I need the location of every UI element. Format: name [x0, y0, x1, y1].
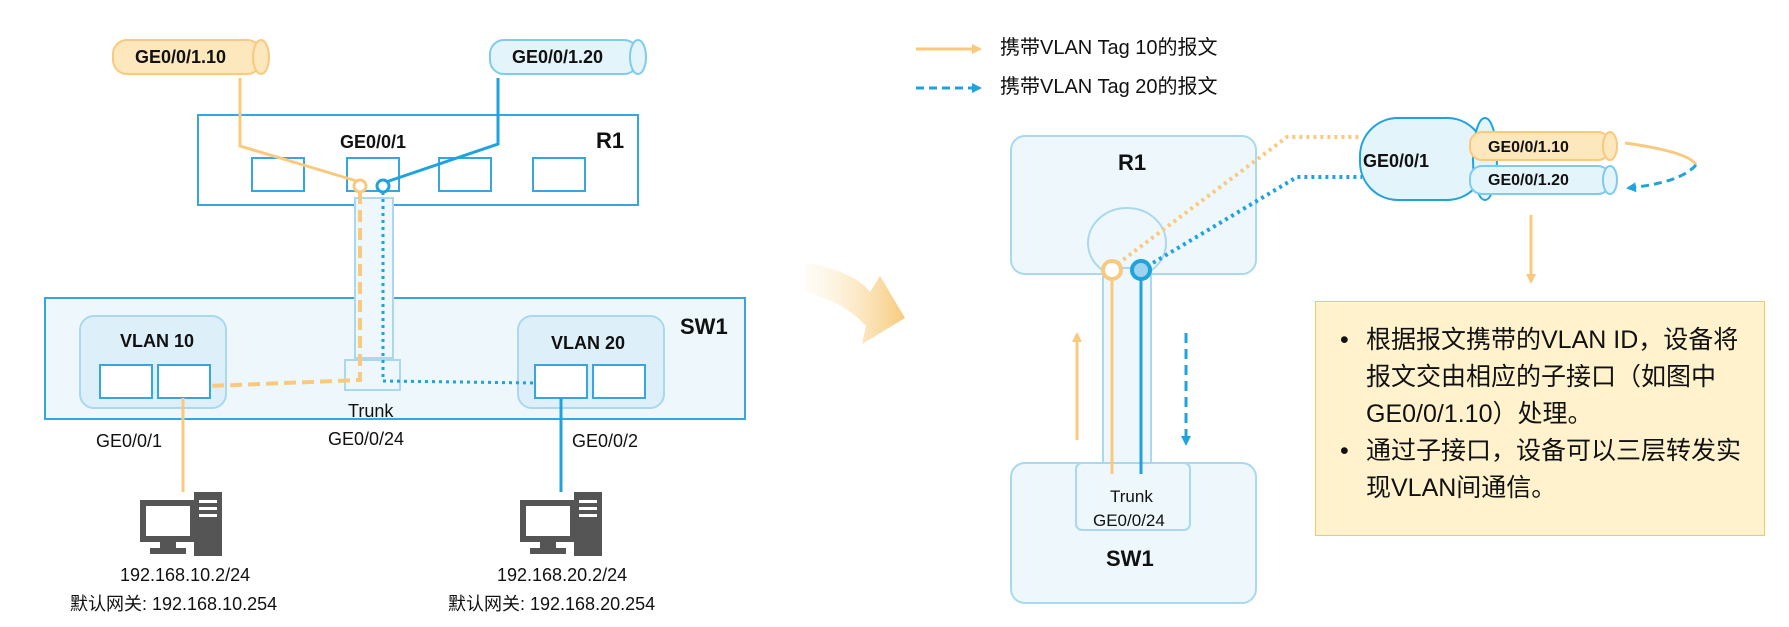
pc1-ip: 192.168.10.2/24 — [120, 565, 251, 585]
trunk-port-right — [1075, 462, 1191, 531]
trunk-label: Trunk — [348, 401, 394, 421]
vlan20-subif-dot — [375, 178, 391, 194]
sw1-label-right: SW1 — [1106, 546, 1154, 571]
pc2-ip: 192.168.20.2/24 — [497, 565, 628, 585]
vlan20-label: VLAN 20 — [551, 333, 626, 353]
subif-tag-vlan20 — [489, 39, 647, 75]
trunk-label-right: Trunk — [1110, 487, 1153, 506]
pc2-gateway: 默认网关: 192.168.20.254 — [448, 594, 656, 614]
physical-port-label: GE0/0/1 — [1363, 151, 1430, 171]
trunk-port-label: GE0/0/24 — [328, 429, 405, 449]
sw1-port-ge001-label: GE0/0/1 — [96, 431, 163, 451]
vlan10-link-to-subif — [1110, 135, 1362, 270]
explanation-list: 根据报文携带的VLAN ID，设备将报文交由相应的子接口（如图中GE0/0/1.… — [1330, 322, 1750, 507]
vlan10-path-trunk — [209, 192, 362, 388]
explanation-item: 通过子接口，设备可以三层转发实现VLAN间通信。 — [1340, 433, 1750, 507]
legend-vlan20-text: 携带VLAN Tag 20的报文 — [1000, 76, 1218, 98]
vlan10-subif-dot-right — [1101, 259, 1123, 281]
desktop-computer-icon — [140, 492, 222, 556]
sw1-port-ge002-label: GE0/0/2 — [572, 431, 639, 451]
desktop-computer-icon — [520, 492, 602, 556]
vlan10-subif-dot — [352, 178, 368, 194]
r1-ports — [251, 157, 586, 192]
legend-vlan10-text: 携带VLAN Tag 10的报文 — [1000, 37, 1218, 59]
explanation-item: 根据报文携带的VLAN ID，设备将报文交由相应的子接口（如图中GE0/0/1.… — [1340, 322, 1750, 433]
sw1-label: SW1 — [680, 314, 728, 339]
r1-port-label: GE0/0/1 — [340, 132, 407, 152]
vlan20-link-to-subif — [1139, 175, 1362, 272]
subif-vlan20-label-right: GE0/0/1.20 — [1488, 172, 1569, 189]
trunk-port-label-right: GE0/0/24 — [1093, 511, 1165, 530]
vlan20-path-router — [385, 78, 500, 184]
r1-label: R1 — [596, 128, 625, 153]
explanation-note: 根据报文携带的VLAN ID，设备将报文交由相应的子接口（如图中GE0/0/1.… — [1315, 301, 1765, 536]
subif-vlan20-label: GE0/0/1.20 — [512, 47, 604, 67]
subif-forward-loop-yellow — [1624, 141, 1698, 166]
subif-vlan10-label-right: GE0/0/1.10 — [1488, 139, 1569, 156]
subif-forward-loop-blue — [1626, 163, 1698, 193]
vlan20-subif-dot-right — [1130, 259, 1152, 281]
vlan10-label: VLAN 10 — [120, 331, 195, 351]
subif-tag-vlan10 — [112, 39, 270, 75]
sw1-ports — [99, 364, 646, 399]
vlan10-path-router — [238, 78, 361, 184]
subif-vlan10-label: GE0/0/1.10 — [135, 47, 227, 67]
pc1-gateway: 默认网关: 192.168.10.254 — [70, 594, 278, 614]
r1-label-right: R1 — [1118, 150, 1147, 175]
chevron-right-arrow-icon — [805, 262, 905, 344]
vlan20-path-trunk — [381, 192, 536, 385]
subif-vlan20-cylinder — [1469, 165, 1618, 195]
trunk-link-right — [1102, 267, 1152, 475]
trunk-port-ge0024 — [344, 359, 401, 391]
subif-vlan10-cylinder — [1469, 131, 1618, 161]
trunk-link — [354, 197, 394, 359]
